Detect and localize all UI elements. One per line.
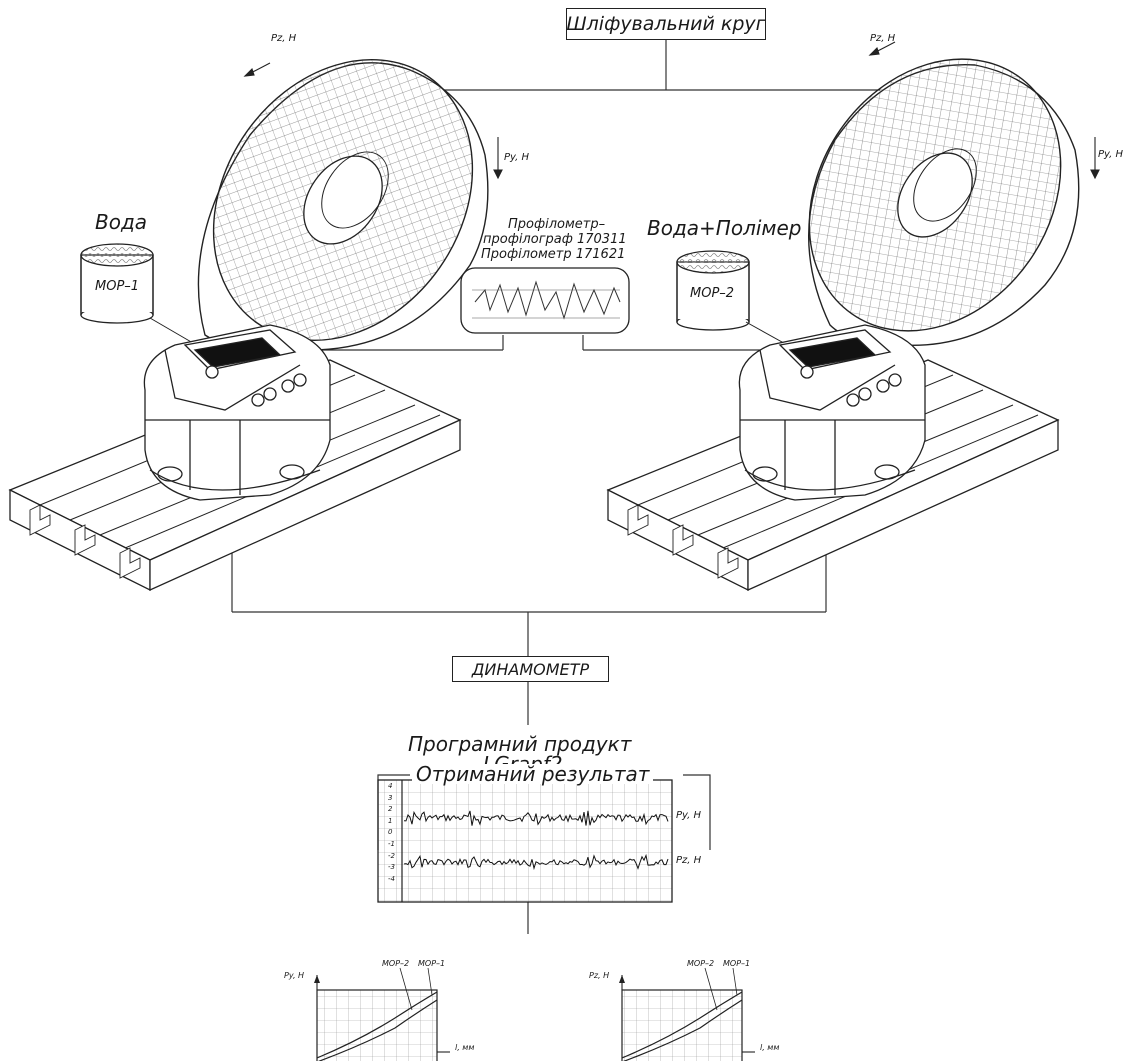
result-left-ylabel: Py, H xyxy=(284,972,304,980)
signal-y-tick: 1 xyxy=(388,818,392,825)
result-chart-right xyxy=(619,968,755,1061)
mor2-label: МОР–2 xyxy=(690,287,734,300)
grinding-wheel-left xyxy=(160,9,525,390)
vise-left xyxy=(144,325,330,500)
dynamometer-box: ДИНАМОМЕТР xyxy=(452,656,609,682)
signal-y-tick: 2 xyxy=(388,806,392,813)
force-py-left-label: Py, H xyxy=(504,153,529,163)
vise-right xyxy=(739,325,925,500)
signal-y-tick: -3 xyxy=(388,864,395,871)
result-right-xlabel: l, мм xyxy=(760,1044,779,1052)
signal-y-tick: 3 xyxy=(388,795,392,802)
signal-y-tick: 4 xyxy=(388,783,392,790)
signal-chart xyxy=(378,780,672,902)
grinding-wheel-right xyxy=(758,10,1113,379)
result-title: Отриманий результат xyxy=(412,764,653,784)
software-line-1: Програмний продукт xyxy=(408,734,631,754)
left-liquid-label: Вода xyxy=(95,212,147,232)
profilometer-screen xyxy=(461,268,629,333)
result-right-ylabel: Pz, H xyxy=(589,972,609,980)
force-pz-right-label: Pz, H xyxy=(870,34,895,44)
result-right-series-1: МОР–2 xyxy=(687,960,714,968)
profilometer-line-1: Профілометр– xyxy=(508,218,605,231)
signal-y-tick: -2 xyxy=(388,853,395,860)
grinding-wheel-title: Шліфувальний круг xyxy=(566,8,766,40)
coolant-can-left xyxy=(81,244,205,350)
signal-pz-label: Pz, H xyxy=(676,856,701,866)
result-right-series-2: МОР–1 xyxy=(723,960,750,968)
profilometer-line-3: Профілометр 171621 xyxy=(481,248,625,261)
right-liquid-label: Вода+Полімер xyxy=(647,218,802,238)
signal-y-tick: -4 xyxy=(388,876,395,883)
result-left-series-2: МОР–1 xyxy=(418,960,445,968)
result-chart-left xyxy=(314,968,450,1061)
force-pz-left-label: Pz, H xyxy=(271,34,296,44)
coolant-can-right xyxy=(677,251,800,352)
force-py-right-label: Py, H xyxy=(1098,150,1123,160)
result-left-series-1: МОР–2 xyxy=(382,960,409,968)
signal-y-tick: -1 xyxy=(388,841,395,848)
profilometer-line-2: профілограф 170311 xyxy=(483,233,627,246)
mor1-label: МОР–1 xyxy=(95,280,139,293)
signal-py-label: Py, H xyxy=(676,811,701,821)
result-left-xlabel: l, мм xyxy=(455,1044,474,1052)
signal-y-tick: 0 xyxy=(388,829,392,836)
